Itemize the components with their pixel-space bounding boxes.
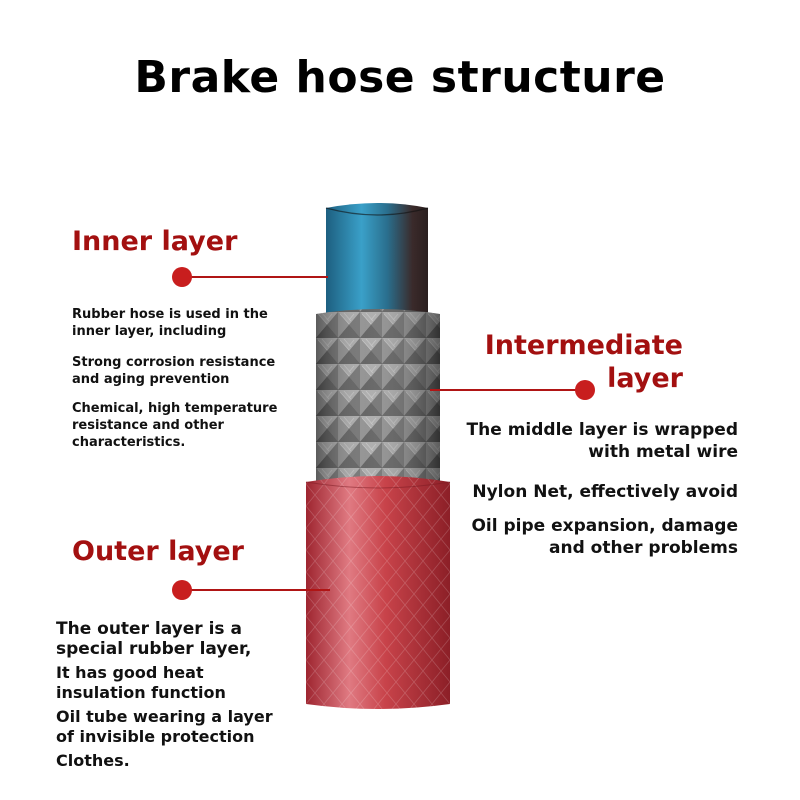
intermediate-pointer — [430, 380, 595, 400]
intermediate-layer-text-2: Nylon Net, effectively avoid — [472, 482, 738, 502]
outer-layer-heading: Outer layer — [72, 536, 244, 567]
intermediate-heading-line-2: layer — [607, 363, 683, 394]
inner-layer-text-3: Chemical, high temperature resistance an… — [72, 401, 278, 450]
outer-layer-text-1: The outer layer is a special rubber laye… — [56, 619, 252, 659]
page-title: Brake hose structure — [134, 52, 666, 103]
intermediate-heading-line-1: Intermediate — [484, 330, 683, 361]
inner-pointer — [172, 267, 328, 287]
outer-layer-text-3: Oil tube wearing a layer of invisible pr… — [56, 707, 273, 746]
inner-layer-text-1: Rubber hose is used in the inner layer, … — [72, 307, 268, 339]
inner-layer-heading: Inner layer — [72, 226, 238, 257]
inner-tube — [325, 203, 429, 318]
intermediate-layer-heading: Intermediate layer — [470, 329, 683, 395]
intermediate-layer-text-3: Oil pipe expansion, damage and other pro… — [471, 516, 738, 558]
outer-rubber-layer — [305, 476, 451, 709]
outer-pointer — [172, 580, 330, 600]
braided-wire-layer — [316, 309, 440, 490]
outer-layer-text-2: It has good heat insulation function — [56, 663, 226, 702]
outer-layer-text-4: Clothes. — [56, 751, 130, 770]
inner-layer-text-2: Strong corrosion resistance and aging pr… — [72, 355, 276, 387]
intermediate-layer-text-1: The middle layer is wrapped with metal w… — [466, 420, 738, 462]
